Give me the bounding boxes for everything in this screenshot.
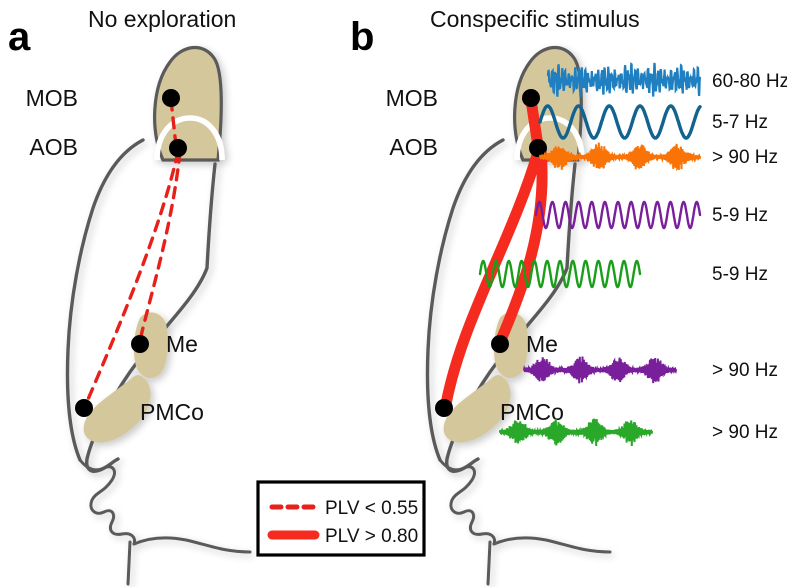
plv-connections-a <box>84 98 182 406</box>
trace-label-purple-theta: 5-9 Hz <box>712 205 768 226</box>
panel-a: a No exploration <box>8 6 252 586</box>
label-aob-a: AOB <box>29 134 78 160</box>
spinal-cord-b <box>486 540 492 586</box>
panel-b-letter: b <box>350 15 374 59</box>
legend-label-high: PLV > 0.80 <box>325 526 418 547</box>
trace-label-me-hfo: > 90 Hz <box>712 360 778 381</box>
trace-purple-theta: 5-9 Hz <box>534 200 768 230</box>
aob-ring-a <box>154 115 225 161</box>
label-pmco-a: PMCo <box>140 399 204 425</box>
trace-mob-gamma: 60-80 Hz <box>546 62 787 98</box>
panel-a-brain <box>65 46 252 586</box>
node-mob-b <box>522 89 540 107</box>
conn-mob-aob-a <box>169 98 178 148</box>
trace-label-mob-gamma: 60-80 Hz <box>712 71 787 92</box>
node-aob-a <box>169 139 187 157</box>
label-mob-a: MOB <box>26 85 78 111</box>
mob-shape-a <box>153 46 223 162</box>
panel-b-title: Conspecific stimulus <box>430 6 640 32</box>
trace-me-hfo: > 90 Hz <box>523 356 778 384</box>
trace-label-aob-hfo: > 90 Hz <box>712 147 778 168</box>
node-mob-a <box>162 89 180 107</box>
label-me-b: Me <box>526 331 558 357</box>
brain-outline-left-a <box>65 138 145 462</box>
trace-label-green-theta: 5-9 Hz <box>712 264 768 285</box>
trace-label-pmco-hfo: > 90 Hz <box>712 422 778 443</box>
node-pmco-b <box>435 399 453 417</box>
legend-label-low: PLV < 0.55 <box>325 498 418 519</box>
aob-ring-b <box>514 115 585 161</box>
panel-a-letter: a <box>8 15 31 59</box>
brainstem-top-a <box>132 536 252 554</box>
pmco-shape-b <box>443 375 511 443</box>
node-aob-b <box>529 139 547 157</box>
trace-pmco-hfo: > 90 Hz <box>499 418 778 447</box>
brain-outline-left-b <box>425 138 505 462</box>
legend-box: PLV < 0.55 PLV > 0.80 <box>256 480 426 557</box>
node-me-b <box>491 335 509 353</box>
label-pmco-b: PMCo <box>500 399 564 425</box>
brainstem-top-b <box>492 536 612 554</box>
trace-mob-theta: 5-7 Hz <box>538 104 768 140</box>
label-me-a: Me <box>166 331 198 357</box>
conn-mob-aob-b <box>525 94 544 152</box>
panel-a-title: No exploration <box>88 6 236 32</box>
cerebellum-outline-a <box>78 458 136 546</box>
legend-border <box>256 480 426 557</box>
spinal-cord-a <box>126 540 132 586</box>
conn-aob-pmco-a <box>84 150 180 406</box>
node-me-a <box>131 335 149 353</box>
node-pmco-a <box>75 399 93 417</box>
label-mob-b: MOB <box>386 85 438 111</box>
label-aob-b: AOB <box>389 134 438 160</box>
cerebellum-outline-b <box>438 458 496 546</box>
conn-aob-me-b <box>494 146 548 348</box>
trace-green-theta: 5-9 Hz <box>478 259 768 289</box>
trace-group: 60-80 Hz 5-7 Hz > 90 Hz 5-9 Hz 5-9 Hz > … <box>478 62 787 447</box>
panel-b-brain <box>425 46 612 586</box>
trace-label-mob-theta: 5-7 Hz <box>712 112 768 133</box>
conn-aob-me-a <box>138 150 182 342</box>
pmco-shape-a <box>83 375 151 443</box>
trace-aob-hfo: > 90 Hz <box>539 142 778 172</box>
